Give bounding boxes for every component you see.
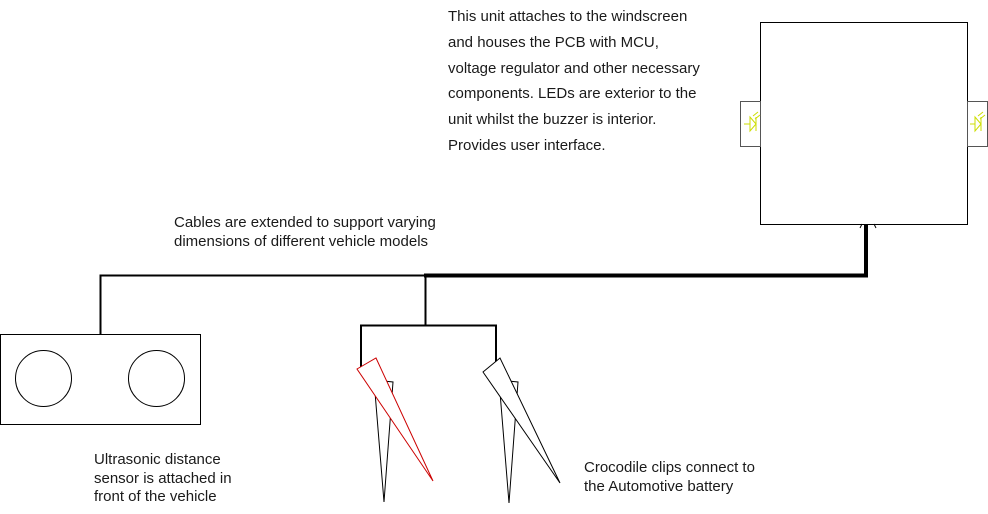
circle-transducer-icon [128, 350, 185, 407]
unit-description: This unit attaches to the windscreen and… [448, 4, 700, 159]
left-clip-upper-jaw [356, 357, 434, 482]
circle-transducer-icon [15, 350, 72, 407]
battery-cable-split [360, 324, 497, 368]
crocodile-clip-icon [482, 357, 561, 504]
sensor-description-line: Ultrasonic distance [94, 451, 221, 468]
right-led-icon [967, 101, 988, 147]
clip-description-line: the Automotive battery [584, 477, 734, 495]
clip-description: Crocodile clips connect to the Automotiv… [584, 459, 755, 496]
ultrasonic-sensor [0, 334, 201, 425]
unit-description-line: Provides user interface. [448, 136, 606, 154]
sensor-cable [99, 274, 426, 335]
cable-description-line: Cables are extended to support varying [174, 214, 436, 231]
cable-exit-notch [859, 223, 877, 229]
sensor-description-line: sensor is attached in [94, 469, 232, 487]
sensor-description: Ultrasonic distance sensor is attached i… [94, 451, 232, 507]
sensor-description-line: front of the vehicle [94, 488, 217, 505]
crocodile-clip-icon [356, 357, 434, 503]
cable-description: Cables are extended to support varying d… [174, 214, 436, 251]
unit-description-line: and houses the PCB with MCU, [448, 33, 659, 51]
control-unit-box [760, 22, 968, 225]
main-cable [424, 224, 868, 278]
right-clip-upper-jaw [482, 357, 561, 484]
unit-description-line: This unit attaches to the windscreen [448, 8, 688, 25]
cable-description-line: dimensions of different vehicle models [174, 232, 429, 250]
clip-description-line: Crocodile clips connect to [584, 459, 755, 476]
left-led-icon [740, 101, 761, 147]
unit-description-line: unit whilst the buzzer is interior. [448, 111, 657, 129]
unit-description-line: voltage regulator and other necessary [448, 59, 700, 77]
unit-description-line: components. LEDs are exterior to the [448, 85, 697, 103]
